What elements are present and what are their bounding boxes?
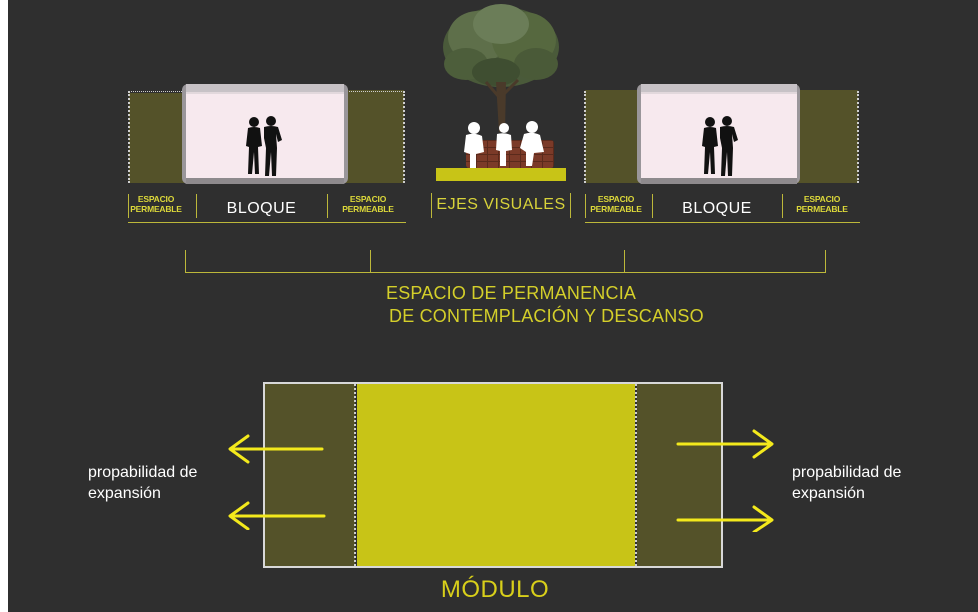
expansion-text-left: propabilidad de expansión [88,464,198,502]
right-unit-dotted-left [584,91,586,183]
tree-icon [443,4,559,132]
module-title: MÓDULO [440,576,550,603]
bracket-tick [825,250,826,272]
seated-people-icon [464,121,544,168]
permanencia-bracket-line [185,272,826,273]
right-label-underline [585,222,860,223]
green-platform [436,168,566,181]
left-dotted-border [128,91,130,183]
right-permeable-zone-right [796,90,858,183]
right-dotted-border [403,91,405,183]
module-outline [263,382,723,568]
left-bloque-label: BLOQUE [226,200,297,217]
right-permeable-zone-left [585,90,645,183]
expansion-arrows-right [676,429,774,532]
ejes-visuales-label: EJES VISUALES [436,196,566,213]
people-silhouette-icon [246,116,282,176]
right-dotted-top [342,91,404,92]
left-permeable-zone-left [129,93,185,183]
people-silhouette-icon [702,116,738,176]
expansion-text-right: propabilidad de expansión [792,464,902,502]
expansion-arrows-left [228,434,326,530]
label-divider [196,194,197,218]
label-divider [128,194,129,218]
module-permeable-right [637,384,721,566]
left-permeable-label-1: ESPACIO PERMEABLE [130,194,182,214]
bloque-right-end [342,84,348,184]
label-divider [652,194,653,218]
permanencia-line-2: DE CONTEMPLACIÓN Y DESCANSO [389,306,704,326]
bracket-tick [370,250,371,272]
module-dotted-divider-right [635,384,637,566]
left-dotted-top [128,91,188,92]
bloque-right-end [794,84,800,184]
bloque-left-end [182,84,188,184]
left-label-underline [128,222,406,223]
bracket-tick [185,250,186,272]
label-divider [431,193,432,218]
left-permeable-label-2: ESPACIO PERMEABLE [342,194,394,214]
module-center-space [357,384,635,566]
bloque-building-right [641,84,797,184]
diagram-canvas: ESPACIO PERMEABLE BLOQUE ESPACIO PERMEAB… [8,0,978,612]
right-unit-dotted-right [857,91,859,183]
bloque-left-end [637,84,643,184]
permanencia-line-1: ESPACIO DE PERMANENCIA [386,283,637,303]
right-permeable-label-2: ESPACIO PERMEABLE [796,194,848,214]
module-dotted-divider-left [354,384,356,566]
module-permeable-left [265,384,355,566]
label-divider [570,193,571,218]
label-divider [585,194,586,218]
right-permeable-label-1: ESPACIO PERMEABLE [590,194,642,214]
bracket-tick [624,250,625,272]
label-divider [327,194,328,218]
label-divider [782,194,783,218]
right-bloque-label: BLOQUE [682,200,752,217]
left-permeable-zone-right [342,90,404,183]
